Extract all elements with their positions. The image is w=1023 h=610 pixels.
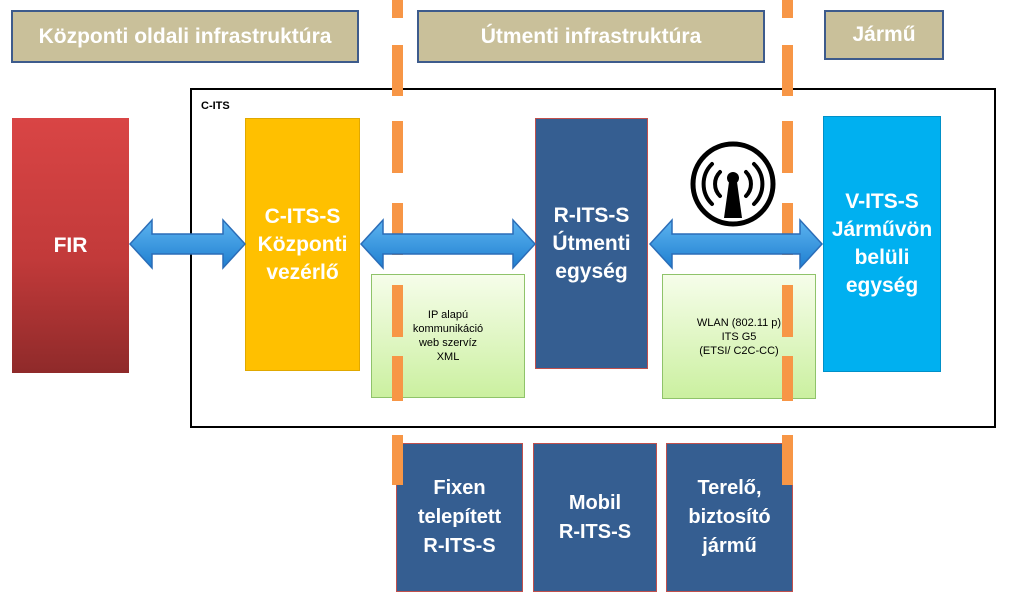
separator-dash [782,203,793,255]
v-its-s-vehicle-unit-block: V-ITS-S Járművön belüli egység [823,116,941,372]
separator-dash [392,203,403,255]
separator-dash [782,435,793,485]
separator-dash [782,285,793,337]
wireless-antenna-icon [690,141,776,227]
c-its-frame-label: C-ITS [201,100,230,112]
separator-dash [392,45,403,96]
rits-vits-double-arrow [648,218,824,270]
c-its-s-central-controller-block: C-ITS-S Központi vezérlő [245,118,360,371]
header-vehicle: Jármű [824,10,944,60]
mobile-r-its-s-block: Mobil R-ITS-S [533,443,657,592]
r-its-s-roadside-unit-block: R-ITS-S Útmenti egység [535,118,648,369]
separator-dash [392,356,403,401]
cits-rits-double-arrow [359,218,537,270]
fir-block: FIR [12,118,129,373]
header-roadside-infrastructure: Útmenti infrastruktúra [417,10,765,63]
separator-dash [392,0,403,18]
separator-dash [392,435,403,485]
separator-dash [782,121,793,173]
header-central-infrastructure: Központi oldali infrastruktúra [11,10,359,63]
escort-vehicle-block: Terelő, biztosító jármű [666,443,793,592]
fixed-r-its-s-block: Fixen telepített R-ITS-S [396,443,523,592]
fir-cits-double-arrow [128,218,247,270]
separator-dash [782,45,793,96]
separator-dash [782,356,793,401]
separator-dash [392,121,403,173]
separator-dash [392,285,403,337]
separator-dash [782,0,793,18]
c-its-frame [190,88,996,428]
